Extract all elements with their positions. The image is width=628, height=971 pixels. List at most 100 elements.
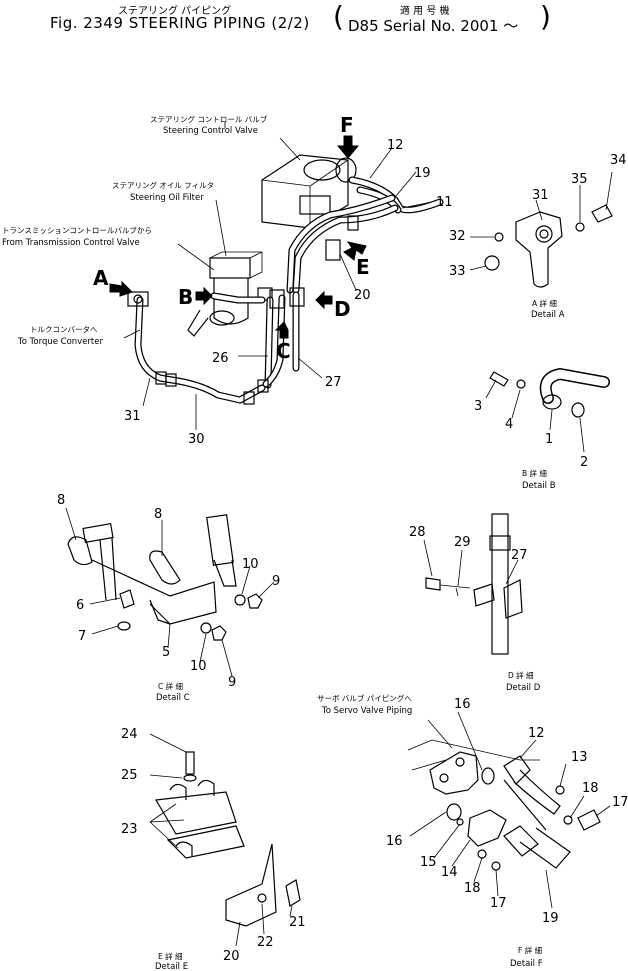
servo-jp-label: サーボ バルブ パイピングへ [317,693,412,703]
hose-loop [286,194,399,294]
part-number-8-detail-c-right: 8 [154,507,162,522]
part-number-26-main: 26 [212,351,229,366]
part-number-16-detail-f-lower: 16 [386,834,403,849]
part-number-16-detail-f-upper: 16 [454,697,471,712]
part-number-12-main: 12 [387,138,404,153]
page-title: Fig. 2349 STEERING PIPING (2/2) [50,14,310,32]
detail-b-jp: B 詳 細 [522,468,547,478]
callout-arrow-f [336,135,360,159]
callout-letter-d: D [334,297,351,321]
part-number-10-detail-c-upper: 10 [242,557,259,572]
detail-d-jp: D 詳 細 [508,670,534,680]
transmission-jp-label: トランスミッションコントロールバルブから [2,225,152,235]
part-number-25-detail-e: 25 [121,768,138,783]
callout-arrow-b [195,286,213,306]
part-number-24-detail-e: 24 [121,727,138,742]
part-number-30-main: 30 [188,432,205,447]
steering-valve-jp-label: ステアリング コントロール バルブ [150,114,268,124]
part-number-4-detail-b: 4 [505,417,513,432]
detail-f-label: Detail F [510,959,543,969]
header-jp-title: ステアリング パイピング [118,6,232,17]
oil-filter-label: Steering Oil Filter [130,193,204,203]
part-number-31-detail-a: 31 [532,188,549,203]
part-number-18-detail-f-lower: 18 [464,881,481,896]
main-assembly-view: ステアリング コントロール バルブ Steering Control Valve… [2,113,453,447]
part-number-20-detail-e: 20 [223,949,240,964]
part-number-6-detail-c: 6 [76,598,84,613]
callout-arrow-a [109,280,133,297]
part-number-11-main: 11 [436,195,453,210]
oil-filter-jp-label: ステアリング オイル フィルタ [112,180,214,190]
detail-f: サーボ バルブ パイピングへ To Servo Valve Piping 16 … [317,693,628,969]
part-number-27-main: 27 [325,375,342,390]
steering-valve-label: Steering Control Valve [163,126,258,136]
part-number-12-detail-f: 12 [528,726,545,741]
part-number-23-detail-e: 23 [121,822,138,837]
callout-arrow-c [274,321,289,339]
filter-connection-pipe [210,287,305,309]
part-number-2-detail-b: 2 [580,455,588,470]
part-number-21-detail-e: 21 [289,915,306,930]
part-number-19-main: 19 [414,166,431,181]
part-number-20-main: 20 [354,288,371,303]
part-number-8-detail-c-left: 8 [57,493,65,508]
transmission-label: From Transmission Control Valve [2,238,140,248]
callout-letter-b: B [178,285,193,309]
detail-a: 31 35 34 32 33 A 詳 細 Detail A [449,153,627,320]
steering-control-valve [261,154,357,229]
detail-e-label: Detail E [155,962,188,971]
detail-c-label: Detail C [156,693,190,703]
part-number-31-main: 31 [124,409,141,424]
part-number-9-detail-c-upper: 9 [272,574,280,589]
part-number-32-detail-a: 32 [449,229,466,244]
part-number-14-detail-f: 14 [441,865,458,880]
callout-letter-c: C [276,339,291,363]
serial-paren-open: ( [333,0,344,33]
serial-paren-close: ) [540,0,551,33]
callout-letter-e: E [356,255,370,279]
part-number-19-detail-f: 19 [542,911,559,926]
part-number-9-detail-c-lower: 9 [228,675,236,690]
detail-c-jp: C 詳 細 [158,681,183,691]
part-number-10-detail-c-lower: 10 [190,659,207,674]
part-number-33-detail-a: 33 [449,264,466,279]
detail-e: 24 25 23 21 22 20 E 詳 細 Detail E [121,727,306,971]
part-number-17-detail-f-lower: 17 [490,896,507,911]
detail-d: 28 29 27 D 詳 細 Detail D [409,513,541,693]
part-number-34-detail-a: 34 [610,153,627,168]
part-number-3-detail-b: 3 [474,399,482,414]
part-number-1-detail-b: 1 [545,432,553,447]
part-number-35-detail-a: 35 [571,172,588,187]
callout-letter-f: F [340,113,354,137]
torque-jp-label: トルクコンバータへ [30,325,98,334]
pipe-30-31 [134,296,269,405]
callout-arrow-e [343,241,367,261]
detail-c: 8 8 10 9 6 7 5 10 9 C 詳 細 Detail C [57,493,280,703]
part-number-22-detail-e: 22 [257,935,274,950]
leader-lines-main [123,122,433,430]
steering-oil-filter [187,251,273,337]
applicable-jp: 適 用 号 機 [400,6,450,17]
callout-letter-a: A [93,266,109,290]
part-number-7-detail-c: 7 [78,629,86,644]
part-number-27-detail-d: 27 [511,548,528,563]
part-number-5-detail-c: 5 [162,645,170,660]
detail-f-jp: F 詳 細 [518,945,542,955]
servo-label: To Servo Valve Piping [321,706,412,716]
part-number-28-detail-d: 28 [409,525,426,540]
serial-range: D85 Serial No. 2001 ～ [348,17,519,35]
part-number-17-detail-f-upper: 17 [612,795,628,810]
detail-a-jp: A 詳 細 [532,298,557,308]
part-number-13-detail-f: 13 [571,750,588,765]
callout-arrow-d [315,290,333,310]
bracket-e-main [325,215,359,261]
fitting-a [127,291,149,307]
detail-d-label: Detail D [506,683,541,693]
part-number-18-detail-f-upper: 18 [582,781,599,796]
torque-label: To Torque Converter [17,337,103,347]
detail-e-jp: E 詳 細 [158,951,183,961]
part-number-15-detail-f: 15 [420,855,437,870]
detail-b: 3 4 1 2 B 詳 細 Detail B [474,368,610,491]
part-number-29-detail-d: 29 [454,535,471,550]
